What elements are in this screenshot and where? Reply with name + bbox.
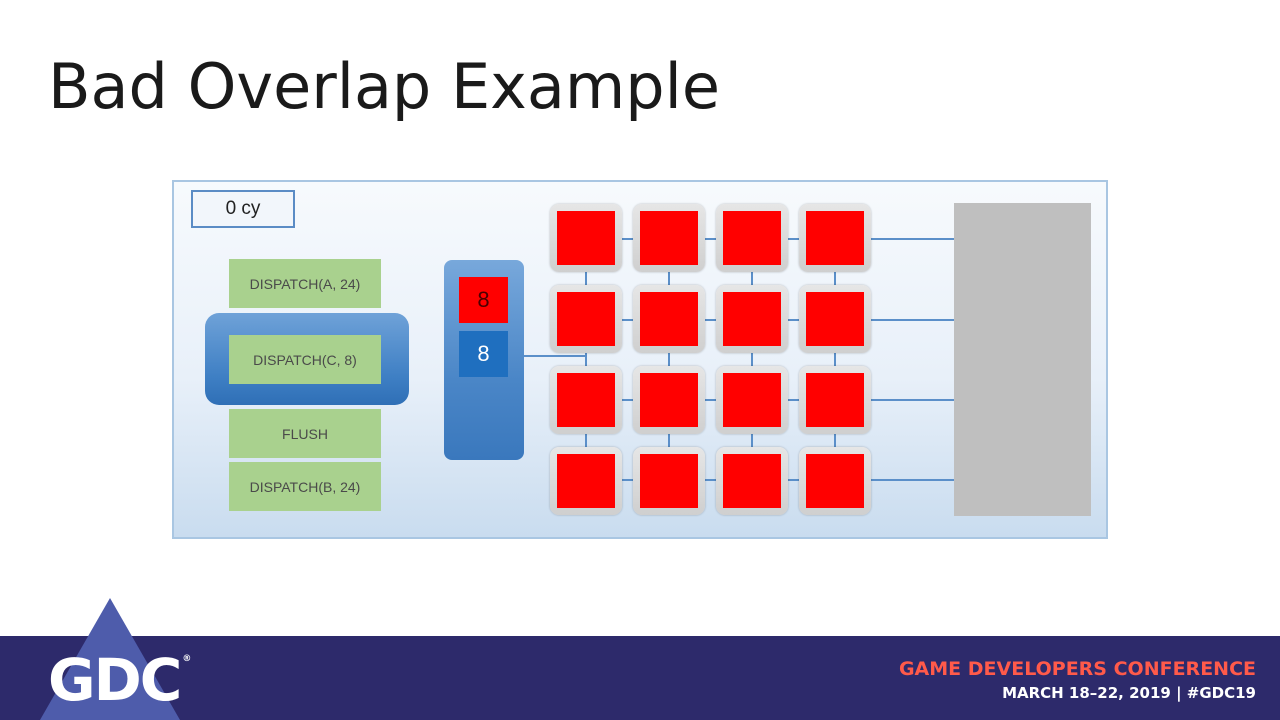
queue-slot-active: 8 — [459, 331, 508, 377]
bus-line-col-2 — [668, 238, 670, 480]
registered-mark: ® — [182, 654, 192, 664]
cycle-counter: 0 cy — [191, 190, 295, 228]
core-r3-c2 — [633, 366, 705, 434]
core-r3-c1 — [550, 366, 622, 434]
core-r1-c2 — [633, 204, 705, 272]
bus-line-col-4 — [834, 238, 836, 480]
footer-band — [0, 636, 1280, 720]
core-r1-c3 — [716, 204, 788, 272]
busy-core-fill — [806, 373, 864, 427]
bus-line-col-3 — [751, 238, 753, 480]
bus-line-col-1 — [585, 238, 587, 480]
gdc-logo: GDC® — [48, 646, 191, 714]
command-dispatch-a: DISPATCH(A, 24) — [229, 259, 381, 308]
busy-core-fill — [557, 373, 615, 427]
busy-core-fill — [723, 211, 781, 265]
busy-core-fill — [806, 211, 864, 265]
gdc-logo-text: GDC — [48, 646, 182, 714]
core-r4-c2 — [633, 447, 705, 515]
core-r4-c3 — [716, 447, 788, 515]
busy-core-fill — [640, 292, 698, 346]
core-r3-c4 — [799, 366, 871, 434]
core-r2-c3 — [716, 285, 788, 353]
busy-core-fill — [640, 454, 698, 508]
busy-core-fill — [723, 454, 781, 508]
queue-to-cores-line — [524, 355, 586, 357]
busy-core-fill — [806, 454, 864, 508]
core-r3-c3 — [716, 366, 788, 434]
command-flush: FLUSH — [229, 409, 381, 458]
busy-core-fill — [557, 292, 615, 346]
core-r2-c4 — [799, 285, 871, 353]
queue-slot-pending: 8 — [459, 277, 508, 323]
core-r1-c1 — [550, 204, 622, 272]
slide-title: Bad Overlap Example — [48, 50, 720, 123]
busy-core-fill — [723, 373, 781, 427]
busy-core-fill — [640, 373, 698, 427]
conference-dates: MARCH 18–22, 2019 | #GDC19 — [1002, 684, 1256, 702]
core-r2-c1 — [550, 285, 622, 353]
busy-core-fill — [640, 211, 698, 265]
memory-block — [954, 203, 1091, 516]
busy-core-fill — [557, 211, 615, 265]
busy-core-fill — [557, 454, 615, 508]
core-r2-c2 — [633, 285, 705, 353]
command-dispatch-b: DISPATCH(B, 24) — [229, 462, 381, 511]
core-r4-c4 — [799, 447, 871, 515]
gdc-triangle-logo — [40, 598, 180, 720]
busy-core-fill — [806, 292, 864, 346]
conference-name: GAME DEVELOPERS CONFERENCE — [898, 658, 1256, 680]
core-r4-c1 — [550, 447, 622, 515]
busy-core-fill — [723, 292, 781, 346]
command-dispatch-c: DISPATCH(C, 8) — [229, 335, 381, 384]
core-r1-c4 — [799, 204, 871, 272]
